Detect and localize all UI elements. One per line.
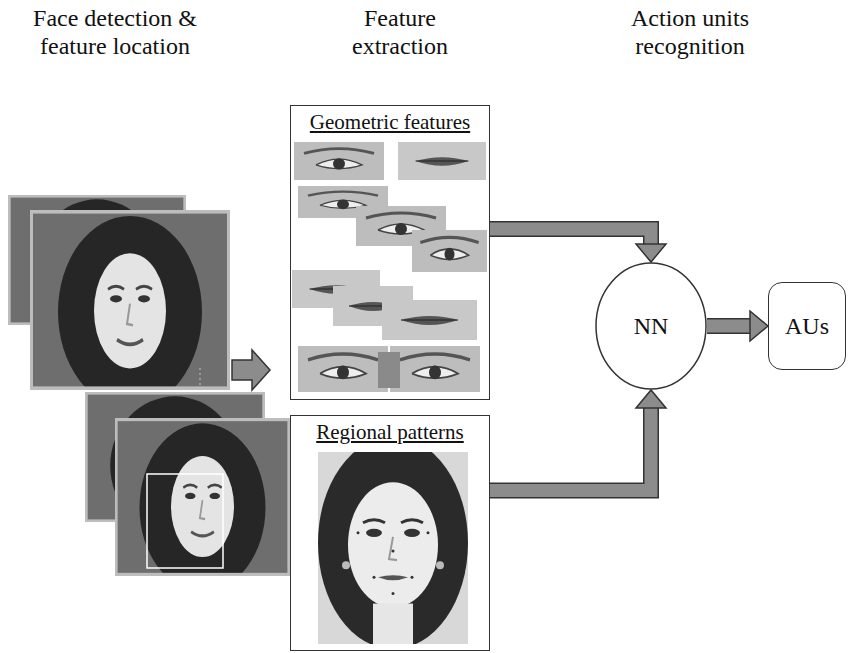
column-heading: Face detection & feature location xyxy=(5,4,225,60)
network-circle: NN xyxy=(595,262,707,390)
output-box: AUs xyxy=(768,282,846,370)
column-heading: Action units recognition xyxy=(590,4,790,60)
node-label: NN xyxy=(634,313,669,340)
node-label: AUs xyxy=(785,313,829,340)
feature-box: Geometric features xyxy=(290,105,490,400)
block-arrow xyxy=(707,311,768,341)
box-heading: Regional patterns xyxy=(291,416,489,445)
feature-box: Regional patterns xyxy=(290,415,490,651)
block-arrow xyxy=(490,229,666,262)
column-heading: Feature extraction xyxy=(325,4,475,60)
block-arrow xyxy=(490,390,666,491)
box-heading: Geometric features xyxy=(291,106,489,135)
